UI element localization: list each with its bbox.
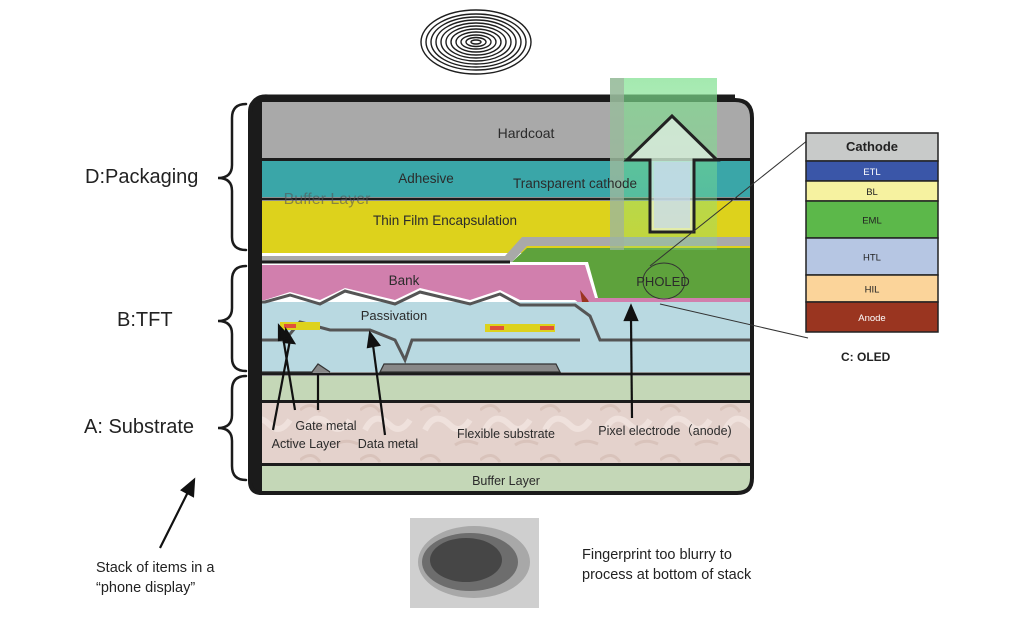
oled-layer-htl <box>805 237 939 276</box>
section-label-packaging: D:Packaging <box>85 166 199 188</box>
device-frame <box>248 98 754 495</box>
tft-layer <box>250 302 752 372</box>
transparent-cathode-label: Transparent cathode <box>513 176 637 191</box>
pholed-label: PHOLED <box>636 274 689 289</box>
oled-layer-label-etl: ETL <box>863 167 880 178</box>
stack-caption-line-2: “phone display” <box>96 580 196 596</box>
oled-layer-label-bl: BL <box>866 187 878 198</box>
section-braces <box>217 102 248 482</box>
pixel-electrode-label: Pixel electrode（anode) <box>598 424 731 438</box>
buffer-layer-label: Buffer Layer <box>472 474 540 488</box>
oled-layer-anode <box>805 301 939 333</box>
oled-layer-eml <box>805 200 939 239</box>
light-emission-arrow-icon <box>610 78 721 250</box>
blur-caption-line-1: Fingerprint too blurry to <box>582 547 732 563</box>
oled-zoom-lines <box>642 139 809 339</box>
oled-layer-label-eml: EML <box>862 216 882 227</box>
flexible-substrate-label: Flexible substrate <box>457 427 555 441</box>
bank-layer <box>250 265 752 312</box>
oled-title: C: OLED <box>841 350 891 364</box>
tfe-label: Thin Film Encapsulation <box>373 213 517 228</box>
flexible-substrate-layer <box>250 403 752 463</box>
oled-layer-label-htl: HTL <box>863 253 881 264</box>
active-layer-label: Active Layer <box>272 437 341 451</box>
blur-caption: Fingerprint too blurry to process at bot… <box>582 545 751 585</box>
oled-layer-label-anode: Anode <box>858 313 885 324</box>
oled-layer-hil <box>805 274 939 303</box>
section-label-substrate: A: Substrate <box>84 416 195 438</box>
layer-labels: Hardcoat Adhesive Transparent cathode Bu… <box>272 125 732 488</box>
oled-layer-label-cathode: Cathode <box>846 139 898 154</box>
pholed-region <box>512 248 752 298</box>
data-metal-label: Data metal <box>358 437 418 451</box>
ghost-buffer-label: Buffer Layer <box>284 191 372 208</box>
blur-caption-line-2: process at bottom of stack <box>582 567 752 583</box>
stack-caption: Stack of items in a “phone display” <box>96 558 214 598</box>
gate-metal-label: Gate metal <box>295 419 356 433</box>
substrate-buffer-layer <box>250 376 752 400</box>
fingerprint-blurry-icon <box>410 518 539 608</box>
bottom-buffer-layer <box>250 466 752 493</box>
brace-substrate <box>217 374 248 482</box>
fingerprint-sharp-icon <box>419 8 533 76</box>
brace-packaging <box>217 102 248 252</box>
brace-tft <box>217 264 248 373</box>
hardcoat-label: Hardcoat <box>498 125 555 141</box>
pointer-arrows <box>159 303 639 549</box>
bank-label: Bank <box>389 273 420 288</box>
oled-layer-label-hil: HIL <box>865 285 880 296</box>
passivation-label: Passivation <box>361 308 427 323</box>
section-label-tft: B:TFT <box>117 309 173 331</box>
stack-caption-line-1: Stack of items in a <box>96 560 215 576</box>
data-metal <box>379 363 561 373</box>
adhesive-label: Adhesive <box>398 171 454 186</box>
gate-metal <box>280 322 320 330</box>
